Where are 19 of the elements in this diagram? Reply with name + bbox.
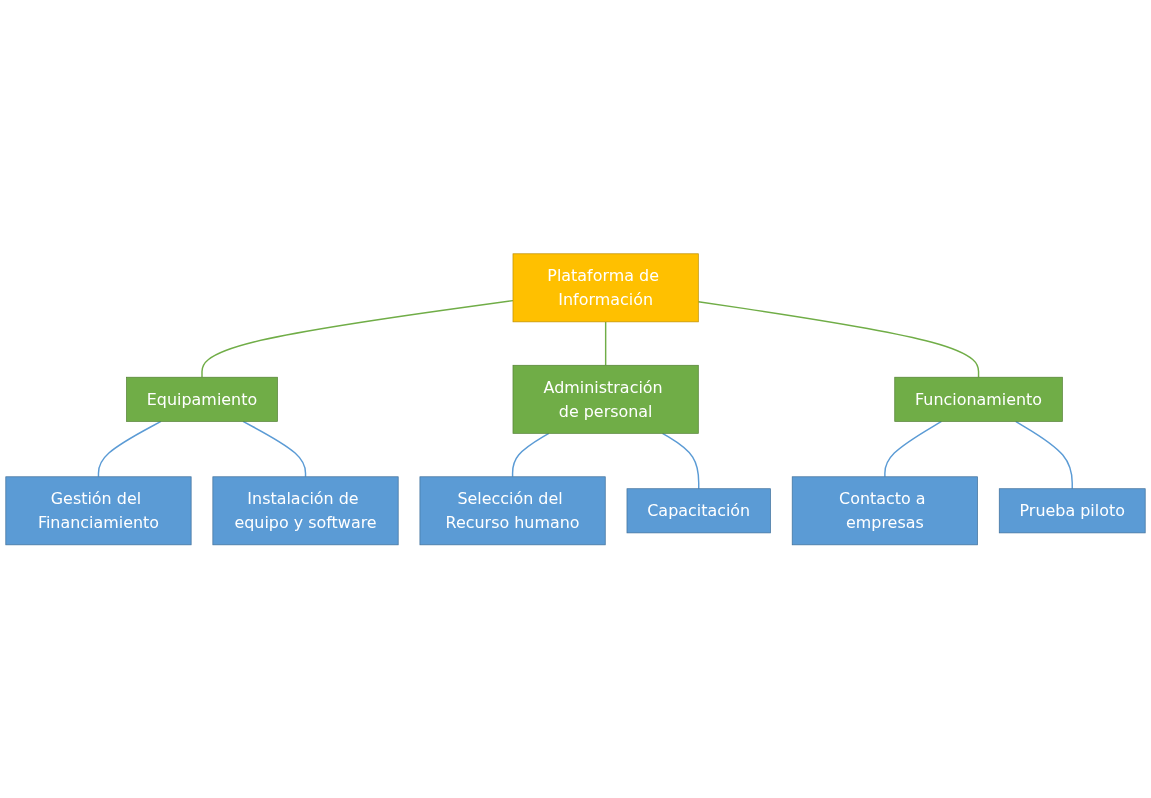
connector <box>697 300 980 378</box>
connector <box>604 320 607 366</box>
node-box: Equipamiento <box>126 376 278 422</box>
node-box: Selección del Recurso humano <box>419 476 606 545</box>
connector <box>242 420 307 478</box>
node-box: Contacto a empresas <box>791 476 978 545</box>
node-box: Funcionamiento <box>894 376 1063 422</box>
connector <box>201 299 514 378</box>
connector <box>884 420 943 478</box>
connector <box>511 432 550 478</box>
node-box: Gestión del Financiamiento <box>5 476 192 545</box>
node-box: Capacitación <box>626 488 771 533</box>
connector <box>1014 420 1073 490</box>
node-box: Administración de personal <box>512 364 699 434</box>
node-box: Instalación de equipo y software <box>212 476 399 545</box>
node-box: Prueba piloto <box>998 488 1146 533</box>
connector <box>661 432 700 490</box>
node-box: Plataforma de Información <box>512 253 699 322</box>
connector <box>97 420 162 478</box>
